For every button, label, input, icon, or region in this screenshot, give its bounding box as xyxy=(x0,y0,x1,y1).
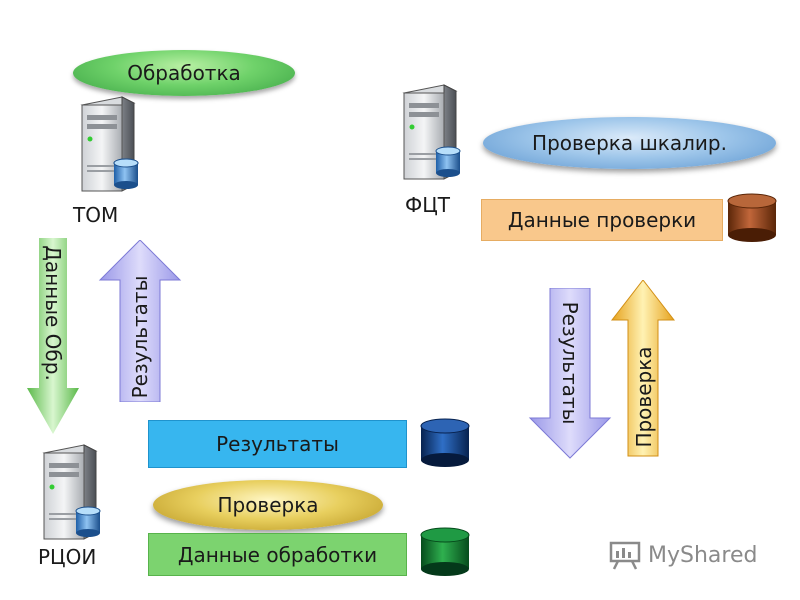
server-rcoi-icon xyxy=(42,444,101,540)
processing-data-block: Данные обработки xyxy=(148,533,407,576)
processing-data-database-icon xyxy=(420,527,470,576)
node-label-fct: ФЦТ xyxy=(405,193,450,217)
arrow-results-up-label: Результаты xyxy=(128,275,152,399)
arrow-check-up-label: Проверка xyxy=(632,346,656,448)
presentation-board-icon xyxy=(609,541,641,570)
arrow-results-down-label: Результаты xyxy=(558,301,582,425)
arrow-processing-data-down xyxy=(27,238,79,434)
arrow-processing-data-label: Данные Обр. xyxy=(41,245,65,381)
watermark: MyShared xyxy=(608,538,768,572)
results-block: Результаты xyxy=(148,420,407,468)
process-check-oval: Проверка xyxy=(153,480,383,530)
process-scale-check-oval: Проверка шкалир. xyxy=(483,117,776,169)
node-label-tom: ТОМ xyxy=(73,203,119,227)
arrow-check-up xyxy=(610,280,676,457)
results-database-icon xyxy=(420,418,470,467)
node-label-rcoi: РЦОИ xyxy=(38,545,97,569)
check-data-block: Данные проверки xyxy=(481,199,723,241)
arrow-results-up xyxy=(98,240,182,402)
arrow-results-down xyxy=(528,288,612,459)
check-data-database-icon xyxy=(727,193,777,242)
server-fct-icon xyxy=(402,84,461,180)
server-tom-icon xyxy=(80,96,139,192)
watermark-text: MyShared xyxy=(648,542,758,568)
process-processing-oval: Обработка xyxy=(73,50,295,96)
